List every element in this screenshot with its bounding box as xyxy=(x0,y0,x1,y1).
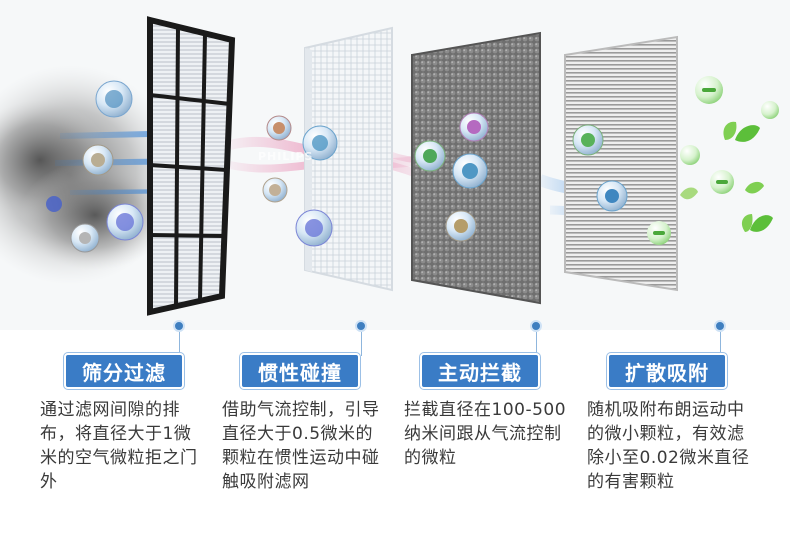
pin-marker-2 xyxy=(355,320,367,332)
stage-title-active-interception: 主动拦截 xyxy=(420,353,540,389)
filtration-illustration xyxy=(0,16,779,316)
connector-line-4 xyxy=(720,332,721,356)
connector-line-1 xyxy=(179,332,180,356)
clean-air xyxy=(647,76,779,245)
stage-title-inertial-impact: 惯性碰撞 xyxy=(240,353,360,389)
stage-description-diffusion-adsorption: 随机吸附布朗运动中的微小颗粒，有效滤除小至0.02微米直径的有害颗粒 xyxy=(587,400,750,492)
fine-filter xyxy=(564,35,678,292)
stage-description-sieve-filtration: 通过滤网间隙的排布，将直径大于1微米的空气微粒拒之门外 xyxy=(40,400,198,492)
pin-marker-1 xyxy=(173,320,185,332)
particles xyxy=(46,80,628,253)
brand-watermark: PHILIPS xyxy=(258,150,314,163)
smog-cloud xyxy=(0,65,180,285)
stage-title-sieve-filtration: 筛分过滤 xyxy=(64,353,184,389)
stage-description-inertial-impact: 借助气流控制，引导直径大于0.5微米的颗粒在惯性运动中碰触吸附滤网 xyxy=(222,400,380,492)
coarse-filter-frame xyxy=(147,16,236,316)
stage-title-diffusion-adsorption: 扩散吸附 xyxy=(607,353,727,389)
pin-marker-4 xyxy=(714,320,726,332)
connector-line-2 xyxy=(361,332,362,356)
connector-line-3 xyxy=(536,332,537,356)
pin-marker-3 xyxy=(530,320,542,332)
stage-description-active-interception: 拦截直径在100-500纳米间跟从气流控制的微粒 xyxy=(404,400,567,468)
